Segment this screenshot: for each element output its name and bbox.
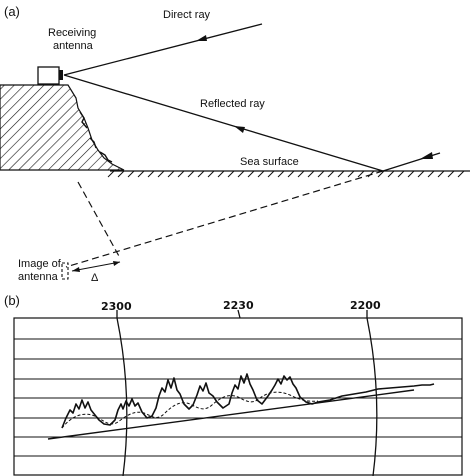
sea-surface-label: Sea surface <box>240 156 299 168</box>
baseline-trend <box>47 389 415 440</box>
delta-label: Δ <box>91 272 99 284</box>
vertical-construction-dashed <box>77 181 121 259</box>
time-mark-2200: 2200 <box>350 299 381 312</box>
signal-trace <box>61 373 435 429</box>
incident-ray-arrow <box>420 152 433 159</box>
cliff <box>0 84 125 171</box>
delta-arrow-right <box>113 261 120 266</box>
chart-gridlines <box>14 338 462 457</box>
image-of-antenna <box>61 262 69 280</box>
delta-arrow-left <box>72 267 80 272</box>
direct-ray-arrow <box>196 35 207 41</box>
image-of-antenna-label-line2: antenna <box>18 271 59 283</box>
image-ray-dashed <box>65 170 384 268</box>
reflected-ray-arrow <box>234 126 245 133</box>
time-mark-arcs <box>116 318 378 476</box>
time-tick-2230 <box>237 309 241 319</box>
chart-frame <box>13 317 463 476</box>
receiving-antenna <box>37 66 60 85</box>
receiving-antenna-label-line2: antenna <box>53 40 94 52</box>
reflected-ray-label: Reflected ray <box>200 98 265 110</box>
delta-dimension <box>71 261 121 272</box>
panel-a-label: (a) <box>4 4 20 19</box>
direct-ray <box>63 23 263 76</box>
cliff-rocks <box>79 111 113 163</box>
time-mark-2300: 2300 <box>101 300 132 313</box>
direct-ray-label: Direct ray <box>163 9 211 21</box>
reflected-ray <box>63 74 384 172</box>
receiving-antenna-label-line1: Receiving <box>48 27 96 39</box>
panel-b: (b) 2300 2230 2200 <box>4 293 463 476</box>
time-arc-2300 <box>116 318 128 476</box>
sea-hatching <box>107 170 465 178</box>
time-arc-2200 <box>366 318 378 476</box>
panel-b-label: (b) <box>4 293 20 308</box>
time-mark-2230: 2230 <box>223 299 254 312</box>
panel-a: (a) Receiving antenna Direct ray Reflect… <box>0 4 470 284</box>
image-of-antenna-label-line1: Image of <box>18 258 62 270</box>
antenna-feed <box>59 70 63 80</box>
